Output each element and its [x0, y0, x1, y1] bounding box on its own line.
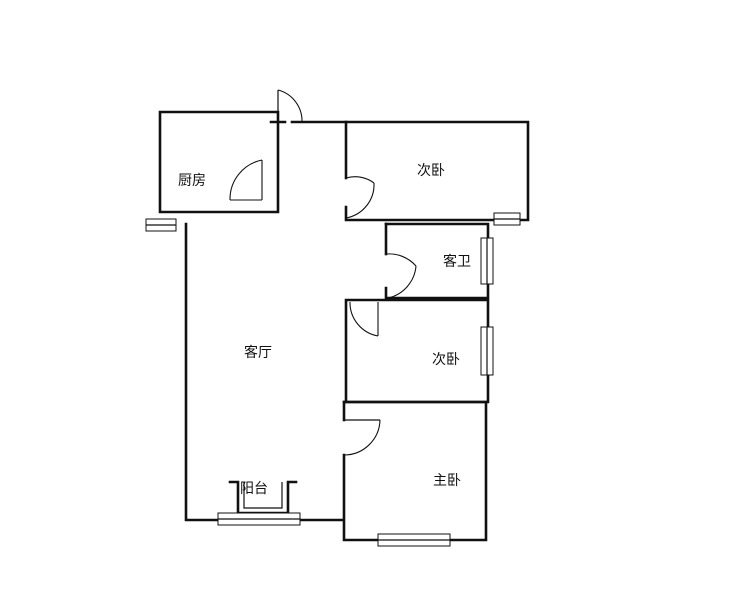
- entrance-door: [269, 89, 303, 124]
- bedroom-middle-walls: [344, 298, 490, 404]
- bathroom-walls: [384, 222, 490, 300]
- bedroom-upper-door: [345, 176, 375, 219]
- window-master-bedroom: [377, 533, 451, 547]
- window-middle-bedroom: [480, 326, 494, 376]
- master-bedroom-walls: [342, 400, 488, 542]
- label-master-bedroom: 主卧: [433, 473, 461, 489]
- label-bedroom-upper: 次卧: [417, 163, 445, 179]
- window-living-left: [145, 218, 177, 232]
- bathroom-door: [385, 253, 417, 299]
- balcony: [217, 480, 301, 526]
- bedroom-middle-door: [345, 300, 379, 337]
- label-balcony: 阳台: [240, 481, 268, 497]
- living-room-walls: [184, 222, 344, 522]
- bedroom-upper-walls: [290, 120, 530, 222]
- kitchen-walls: [158, 110, 280, 214]
- label-bathroom: 客卫: [443, 253, 471, 270]
- window-bathroom: [480, 237, 494, 285]
- window-upper-bedroom: [493, 212, 521, 226]
- kitchen-door: [229, 159, 263, 201]
- label-kitchen: 厨房: [178, 173, 206, 189]
- label-bedroom-middle: 次卧: [432, 352, 460, 368]
- label-living-room: 客厅: [244, 344, 272, 361]
- master-bedroom-door: [343, 419, 381, 456]
